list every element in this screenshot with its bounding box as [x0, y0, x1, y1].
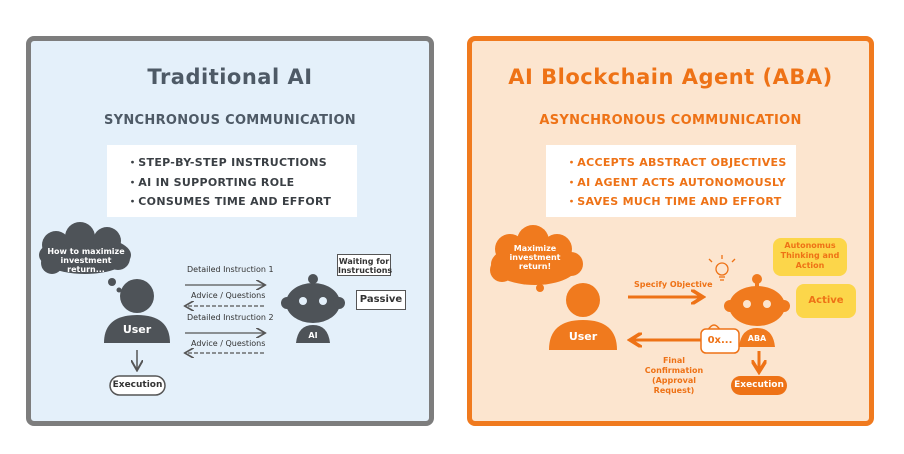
feature-item: ・AI IN SUPPORTING ROLE [127, 175, 295, 189]
arrow-label: Specify Objective [634, 280, 713, 289]
feature-item: ・SAVES MUCH TIME AND EFFORT [566, 195, 782, 208]
arrow-label: Detailed Instruction 2 [187, 313, 274, 322]
arrow-label: Advice / Questions [191, 339, 266, 348]
ai-label: AI [308, 331, 318, 340]
arrow-label: Detailed Instruction 1 [187, 265, 274, 274]
user-label: User [568, 330, 598, 343]
thought-text: How to maximize investment return... [47, 247, 125, 274]
thought-cloud-icon [39, 222, 131, 293]
user-icon [104, 279, 170, 343]
state-badge: Active [796, 284, 856, 318]
wallet-address: 0x... [707, 335, 733, 346]
arrow-label: Advice / Questions [191, 291, 266, 300]
feature-item: ・AI AGENT ACTS AUTONOMOUSLY [566, 175, 786, 189]
robot-icon [724, 274, 790, 347]
panel-subtitle: SYNCHRONOUS COMMUNICATION [104, 113, 356, 128]
user-label: User [122, 323, 152, 336]
lightbulb-icon [708, 255, 736, 281]
execution-pill-border [109, 375, 166, 396]
execution-label: Execution [112, 380, 163, 390]
feature-item: ・CONSUMES TIME AND EFFORT [127, 195, 332, 208]
panel-title: Traditional AI [147, 65, 313, 89]
waiting-box: Waiting for Instructions [337, 254, 392, 276]
wallet-icon [700, 324, 740, 354]
state-badge: Passive [356, 290, 406, 310]
aba-label: ABA [747, 334, 767, 343]
traditional-ai-panel: Traditional AI SYNCHRONOUS COMMUNICATION… [26, 36, 434, 426]
user-icon [549, 283, 617, 350]
panel-subtitle: ASYNCHRONOUS COMMUNICATION [539, 113, 802, 128]
robot-icon [281, 274, 345, 343]
panel-title: AI Blockchain Agent (ABA) [508, 65, 833, 89]
arrow-label: Final Confirmation (Approval Request) [644, 356, 704, 395]
feature-item: ・ACCEPTS ABSTRACT OBJECTIVES [566, 156, 787, 169]
feature-list: ・ACCEPTS ABSTRACT OBJECTIVES ・AI AGENT A… [546, 145, 796, 217]
thought-cloud-icon [490, 225, 583, 292]
feature-list: ・STEP-BY-STEP INSTRUCTIONS ・AI IN SUPPOR… [107, 145, 357, 217]
execution-label: Execution [731, 376, 787, 395]
feature-item: ・STEP-BY-STEP INSTRUCTIONS [127, 156, 327, 169]
thinking-note: Autonomus Thinking and Action [773, 238, 847, 276]
thought-text: Maximize investment return! [509, 244, 561, 271]
